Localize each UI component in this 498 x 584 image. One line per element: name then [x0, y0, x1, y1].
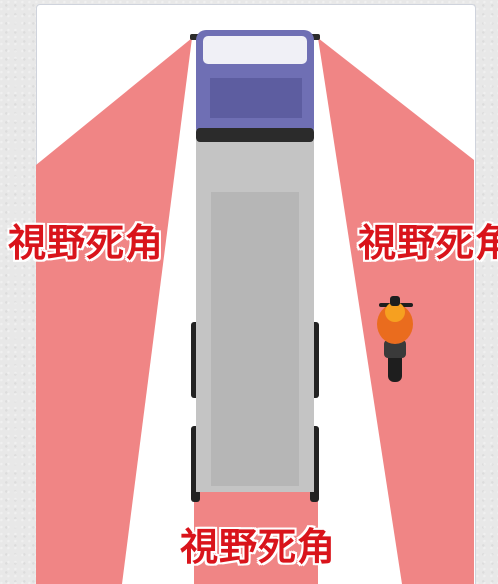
left-blind-zone — [36, 38, 192, 584]
right-blind-spot-label: 視野死角 — [358, 221, 498, 265]
rider-helmet — [385, 302, 405, 322]
truck-icon — [190, 30, 320, 492]
truck-cab-roof — [210, 78, 302, 118]
motorcycle-front-wheel — [390, 296, 400, 306]
motorcycle-body — [384, 340, 406, 358]
left-blind-spot-label: 視野死角 — [8, 221, 165, 265]
motorcycle-rider-icon — [377, 296, 413, 382]
truck-cab-top-highlight — [203, 36, 307, 64]
rear-blind-spot-label: 視野死角 — [180, 525, 337, 569]
truck-cab-bottom-edge — [196, 128, 314, 142]
rear-blind-zone — [194, 488, 318, 584]
truck-cargo-inner — [211, 192, 299, 486]
